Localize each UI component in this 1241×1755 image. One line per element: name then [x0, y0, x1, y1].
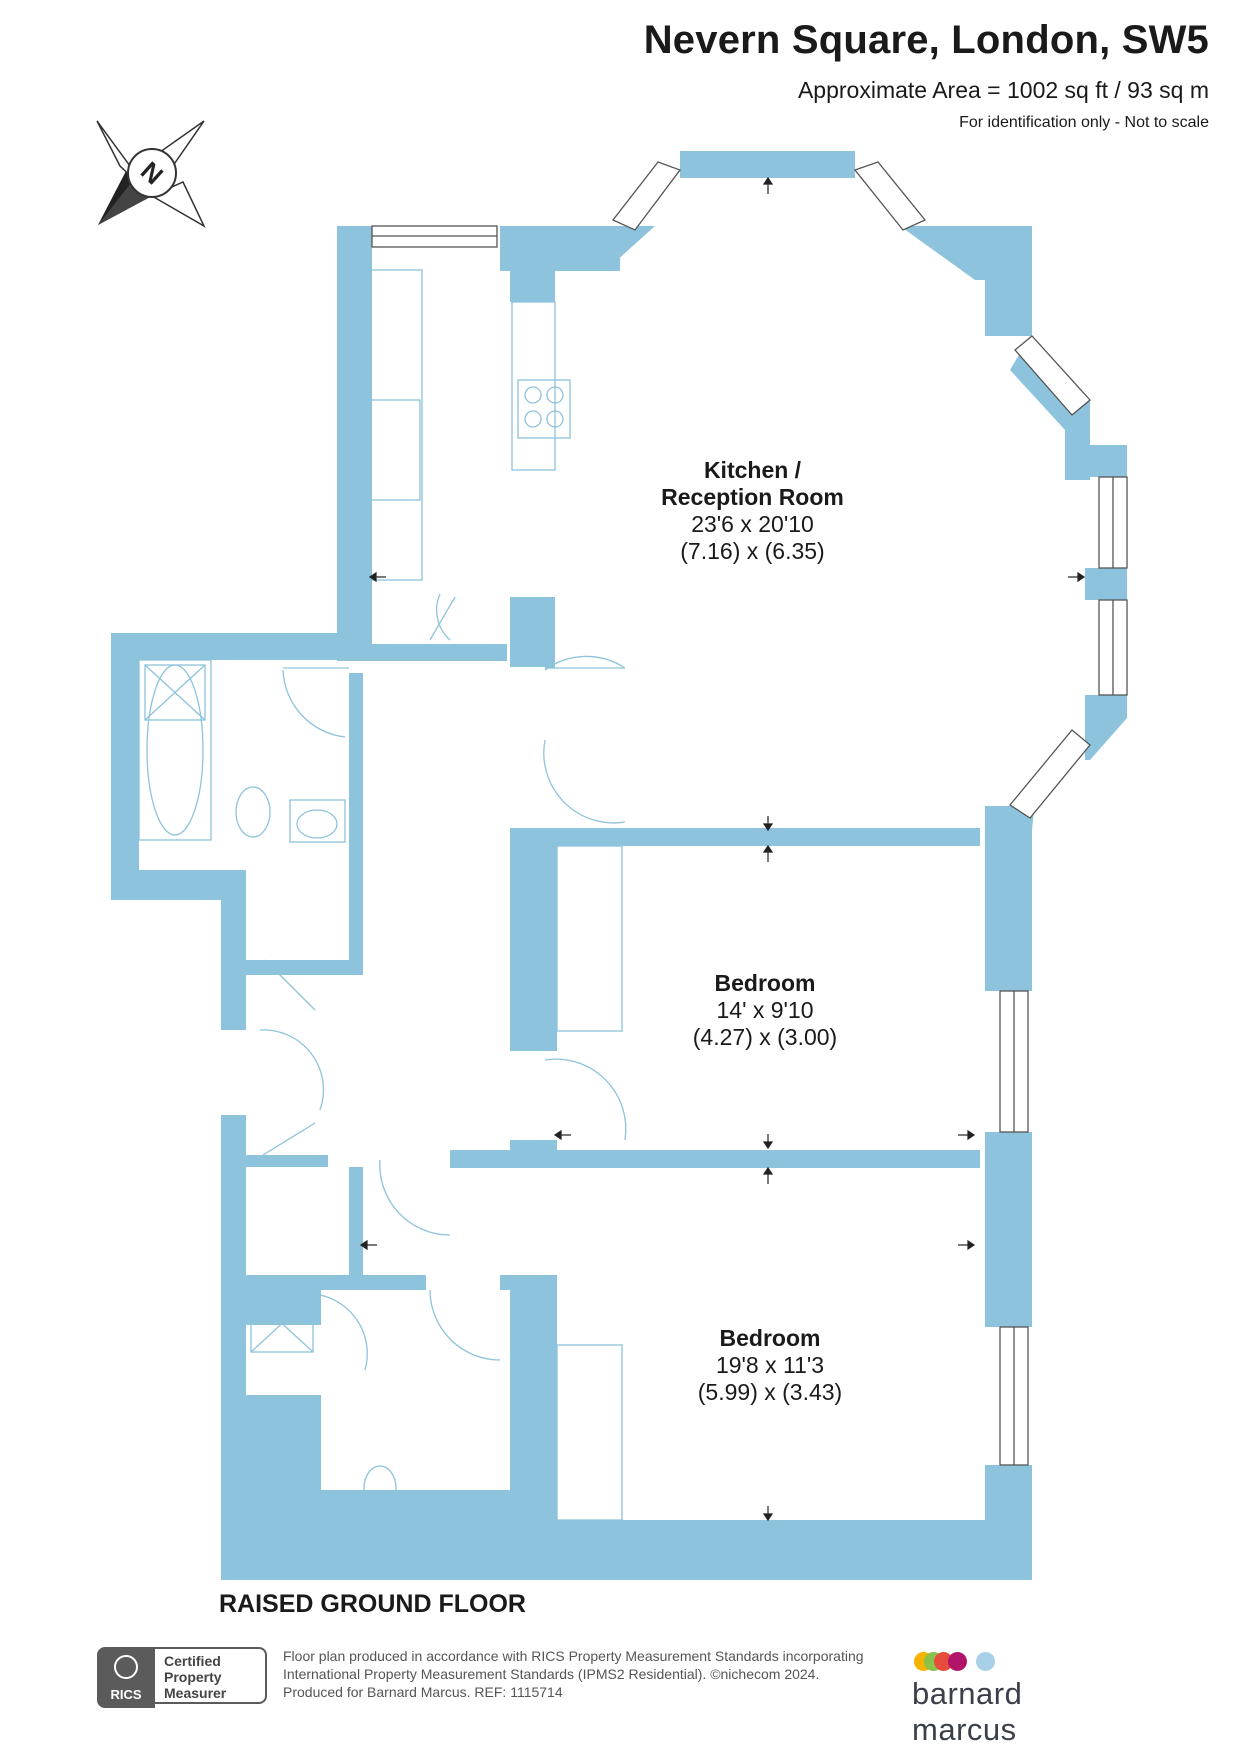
rics-badge: RICS	[97, 1647, 155, 1708]
footer-notes: Floor plan produced in accordance with R…	[283, 1647, 864, 1701]
room-size-metric: (4.27) x (3.00)	[692, 1024, 838, 1050]
footer-line: Produced for Barnard Marcus. REF: 111571…	[283, 1684, 563, 1700]
room-size-imperial: 14' x 9'10	[716, 997, 814, 1023]
brand-dot	[948, 1652, 967, 1671]
property-title: Nevern Square, London, SW5	[643, 18, 1209, 62]
room-size-metric: (7.16) x (6.35)	[680, 538, 825, 564]
dimension-arrows	[359, 176, 1086, 1522]
room-label-bedroom-1: Bedroom 14' x 9'10 (4.27) x (3.00)	[660, 970, 870, 1051]
footer-line: International Property Measurement Stand…	[283, 1666, 820, 1682]
windows	[371, 161, 1128, 1466]
room-size-imperial: 19'8 x 11'3	[715, 1352, 825, 1378]
room-name: Reception Room	[661, 484, 844, 510]
room-size-imperial: 23'6 x 20'10	[691, 511, 814, 537]
room-label-bedroom-2: Bedroom 19'8 x 11'3 (5.99) x (3.43)	[665, 1325, 875, 1406]
brand-dot	[976, 1652, 995, 1671]
floor-label: RAISED GROUND FLOOR	[219, 1590, 526, 1618]
walls	[111, 151, 1127, 1580]
rics-emblem-icon	[114, 1655, 138, 1679]
room-name: Bedroom	[714, 970, 816, 996]
barnard-marcus-logo: barnard marcus	[910, 1650, 1130, 1747]
doors	[259, 593, 627, 1371]
rics-logo: RICS Certified Property Measurer	[97, 1647, 271, 1708]
compass-icon: N	[96, 120, 206, 228]
fixtures	[138, 269, 623, 1539]
room-name: Bedroom	[719, 1325, 821, 1351]
header: Nevern Square, London, SW5 Approximate A…	[644, 18, 1209, 132]
room-size-metric: (5.99) x (3.43)	[697, 1379, 843, 1405]
rics-line: Certified	[164, 1653, 221, 1669]
room-name: Kitchen /	[703, 457, 802, 483]
rics-line: Measurer	[164, 1685, 227, 1701]
brand-name: barnard marcus	[912, 1676, 1023, 1747]
rics-line: Property	[164, 1669, 222, 1685]
rics-certification: Certified Property Measurer	[155, 1647, 267, 1704]
room-label-kitchen-reception: Kitchen / Reception Room 23'6 x 20'10 (7…	[620, 457, 885, 565]
scale-note: For identification only - Not to scale	[959, 114, 1209, 131]
area-text: Approximate Area = 1002 sq ft / 93 sq m	[797, 77, 1209, 103]
brand-dots	[914, 1650, 1004, 1672]
footer-line: Floor plan produced in accordance with R…	[283, 1648, 864, 1664]
rics-badge-text: RICS	[110, 1687, 142, 1702]
